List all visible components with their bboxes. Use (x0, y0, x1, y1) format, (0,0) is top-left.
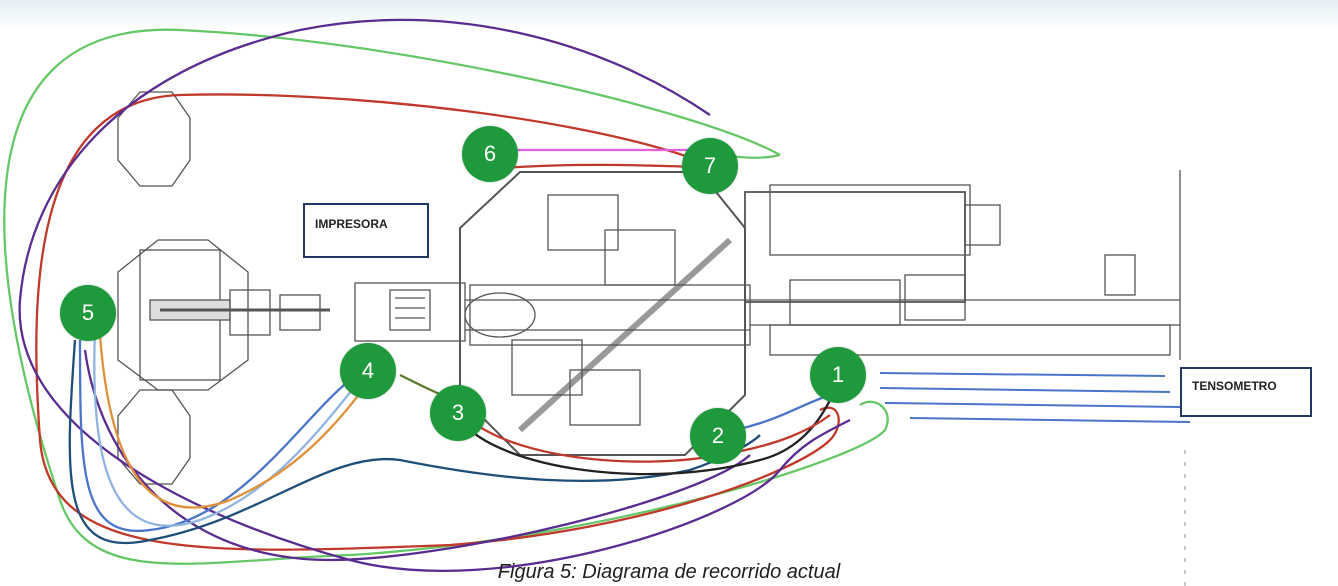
top-gradient (0, 0, 1338, 30)
route-paths (4, 20, 887, 571)
tensometro-label: TENSOMETRO (1180, 367, 1312, 417)
step-marker-2: 2 (690, 408, 746, 464)
step-marker-3: 3 (430, 385, 486, 441)
route-purple-1 (20, 20, 850, 571)
figure-caption: Figura 5: Diagrama de recorrido actual (0, 558, 1338, 586)
impresora-label: IMPRESORA (303, 203, 429, 258)
step-marker-6: 6 (462, 126, 518, 182)
lower-octagon-roll (118, 390, 190, 484)
step-marker-7: 7 (682, 138, 738, 194)
step-marker-4: 4 (340, 343, 396, 399)
route-black-1 (460, 400, 830, 474)
step-marker-1: 1 (810, 347, 866, 403)
route-green-1 (4, 30, 887, 564)
step-marker-5: 5 (60, 285, 116, 341)
unwinder-assembly (118, 240, 330, 390)
route-lightblue-1 (94, 330, 360, 526)
tensometer-lines (880, 373, 1190, 422)
printer-assembly (355, 283, 465, 341)
